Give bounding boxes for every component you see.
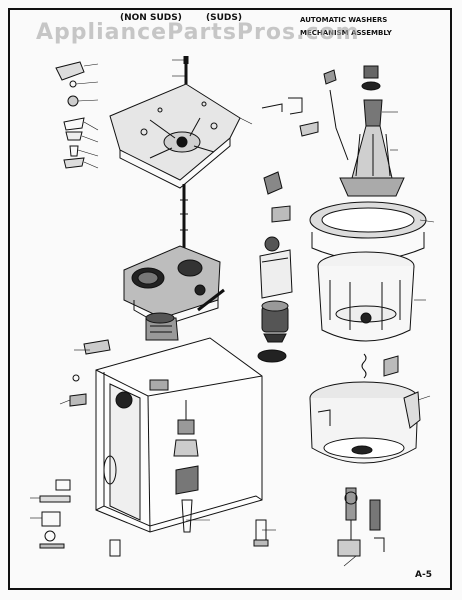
header-title-line2: MECHANISM ASSEMBLY [300, 29, 392, 37]
watermark-logo: AppliancePartsPros.com [36, 20, 360, 45]
spin-basket [317, 251, 415, 342]
plate-number: A-5 [415, 570, 432, 580]
mechanism-top-plate [109, 56, 241, 189]
lower-center-hose [173, 400, 199, 533]
agitator [339, 65, 405, 197]
tub-ring [309, 201, 427, 261]
left-side-parts [39, 339, 111, 549]
transmission-gear-case [123, 245, 221, 327]
tie-rod [197, 288, 225, 312]
water-pump [145, 312, 179, 341]
bracket-and-hose [261, 69, 349, 161]
base-frame [95, 337, 263, 533]
outer-tub [309, 381, 421, 464]
header-title-line1: AUTOMATIC WASHERS [300, 16, 388, 24]
drain-fittings [337, 487, 385, 557]
tub-springs [361, 353, 399, 379]
diagram-frame [8, 8, 452, 590]
leveling-legs [109, 519, 269, 557]
header-suds: (SUDS) [206, 13, 242, 23]
header-non-suds: (NON SUDS) [120, 13, 182, 23]
center-parts-column [257, 171, 293, 363]
left-top-small-parts [55, 61, 85, 169]
leader-lines [30, 59, 435, 567]
